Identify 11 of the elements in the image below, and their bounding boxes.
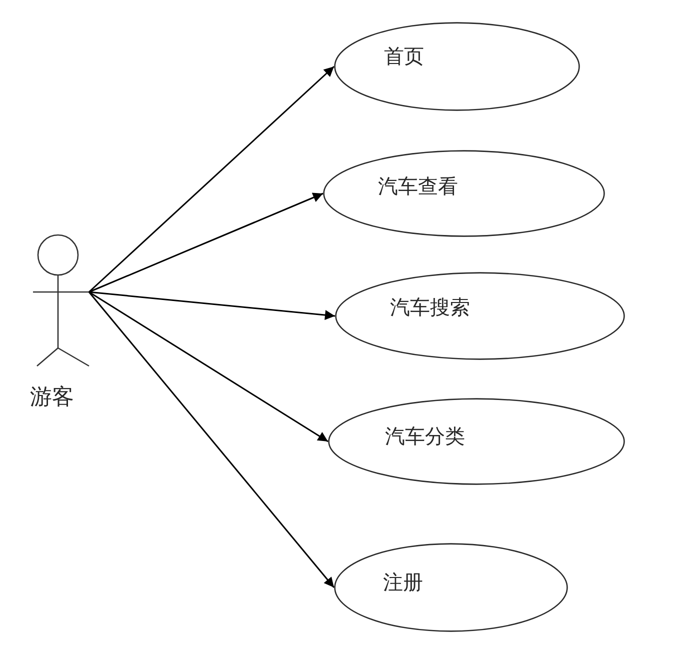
arrow <box>88 291 336 320</box>
arrow <box>88 291 328 442</box>
arrow <box>88 66 334 293</box>
arrow <box>88 292 335 588</box>
use-case-ellipse: 汽车分类 <box>328 398 625 485</box>
use-case-ellipse: 注册 <box>334 543 568 632</box>
use-case-ellipse: 汽车查看 <box>323 150 605 237</box>
use-case-ellipse: 首页 <box>334 22 580 111</box>
actor-label: 游客 <box>30 385 74 409</box>
arrow <box>88 192 324 293</box>
use-case-ellipse: 汽车搜索 <box>335 272 625 360</box>
